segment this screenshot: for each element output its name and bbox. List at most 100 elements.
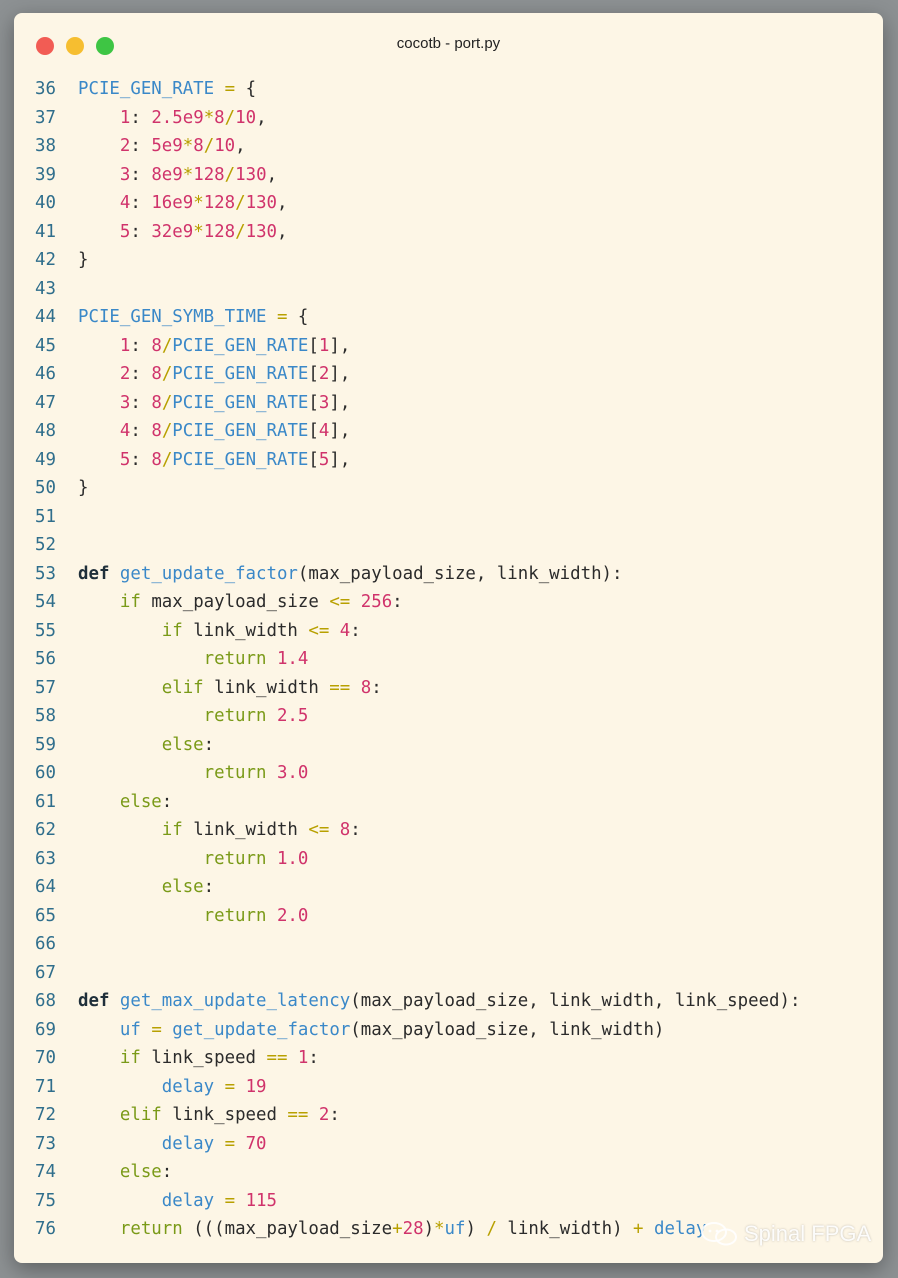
code-token [78,336,120,356]
code-text: elif link_speed == 2: [78,1101,340,1130]
code-token: 3 [119,392,131,413]
code-token: } [78,250,89,270]
code-token: + [392,1219,403,1239]
code-token [78,393,120,413]
code-token: * [193,221,204,242]
code-token: / [224,107,236,128]
code-line: 55 if link_width <= 4: [14,617,883,646]
code-token: link_speed [140,1048,267,1068]
code-line: 62 if link_width <= 8: [14,816,883,845]
code-line: 57 elif link_width == 8: [14,674,883,703]
code-token: { [287,307,309,327]
code-token: elif [119,1105,162,1125]
code-text: return 2.0 [78,902,309,931]
code-token [109,991,119,1011]
code-text: if link_speed == 1: [78,1044,319,1073]
line-number: 36 [35,79,56,99]
code-line: 51 [14,503,883,532]
code-token: , [235,136,246,156]
line-number: 60 [35,763,56,783]
code-token: / [203,136,215,156]
code-token: def [78,563,110,584]
line-number: 38 [35,136,56,156]
code-token [78,1020,120,1040]
code-token: == [266,1048,288,1068]
code-text: if max_payload_size <= 256: [78,588,403,617]
code-token: : [130,364,152,384]
code-token: 8 [360,677,372,698]
code-token: return [203,649,267,669]
code-token: [ [308,364,319,384]
line-number: 58 [35,706,56,726]
code-token [78,649,204,669]
code-token [287,1048,297,1068]
code-line: 45 1: 8/PCIE_GEN_RATE[1], [14,332,883,361]
code-token: 2 [119,136,131,156]
code-token: 2.0 [276,905,309,926]
code-token [266,649,276,669]
code-token: if [119,592,141,612]
code-token [266,307,276,327]
line-number: 49 [35,449,56,470]
code-text: 1: 8/PCIE_GEN_RATE[1], [78,332,350,361]
code-token: get_update_factor [172,1019,351,1040]
code-token: 2 [318,1105,330,1125]
code-token: [ [308,335,319,356]
code-token: : [350,620,361,641]
code-token: 3.0 [276,763,309,783]
code-token: / [235,193,246,213]
minimize-window-button[interactable] [66,37,84,55]
code-token [266,706,276,726]
code-token [235,1077,245,1097]
zoom-window-button[interactable] [96,37,114,55]
line-number: 37 [35,107,56,128]
code-line: 75 delay = 115 [14,1187,883,1216]
line-number: 70 [35,1048,56,1068]
code-token: else [161,877,204,897]
code-token [78,136,120,156]
code-token: / [486,1219,497,1239]
code-token: uf [119,1019,141,1040]
code-token: 8e9 [151,164,183,185]
code-token: 28 [402,1219,424,1239]
code-line: 59 else: [14,731,883,760]
line-number: 39 [35,164,56,185]
close-window-button[interactable] [36,37,54,55]
code-token: * [203,107,215,128]
watermark-text: Spinal FPGA [744,1221,872,1246]
code-token: delay [161,1133,215,1154]
code-token [78,1048,120,1068]
code-text: 3: 8/PCIE_GEN_RATE[3], [78,389,350,418]
code-token: 130 [235,164,267,185]
code-token: 4 [318,421,330,441]
code-text: 4: 8/PCIE_GEN_RATE[4], [78,417,350,446]
code-token [78,450,120,470]
code-token: : [130,392,152,413]
code-token: PCIE_GEN_SYMB_TIME [78,307,267,327]
code-line: 60 return 3.0 [14,759,883,788]
code-token: 8 [151,335,162,356]
code-text: return (((max_payload_size+28)*uf) / lin… [78,1215,706,1244]
code-token [78,592,120,612]
code-token [78,1077,162,1097]
line-number: 51 [35,506,56,527]
code-token: : [203,877,215,897]
code-token: return [203,848,267,869]
code-token: 5e9 [151,136,183,156]
code-line: 48 4: 8/PCIE_GEN_RATE[4], [14,417,883,446]
line-number: 75 [35,1190,56,1211]
code-token: <= [308,620,330,641]
code-token: elif [161,677,204,698]
code-text: 3: 8e9*128/130, [78,161,277,190]
line-number: 53 [35,563,56,584]
code-token: return [203,706,267,726]
code-text: return 3.0 [78,759,309,788]
code-text: 5: 8/PCIE_GEN_RATE[5], [78,446,350,475]
code-token: get_update_factor [119,563,298,584]
code-token [214,1134,224,1154]
line-number: 68 [35,991,56,1011]
code-token [78,906,204,926]
code-token: , [256,107,267,128]
